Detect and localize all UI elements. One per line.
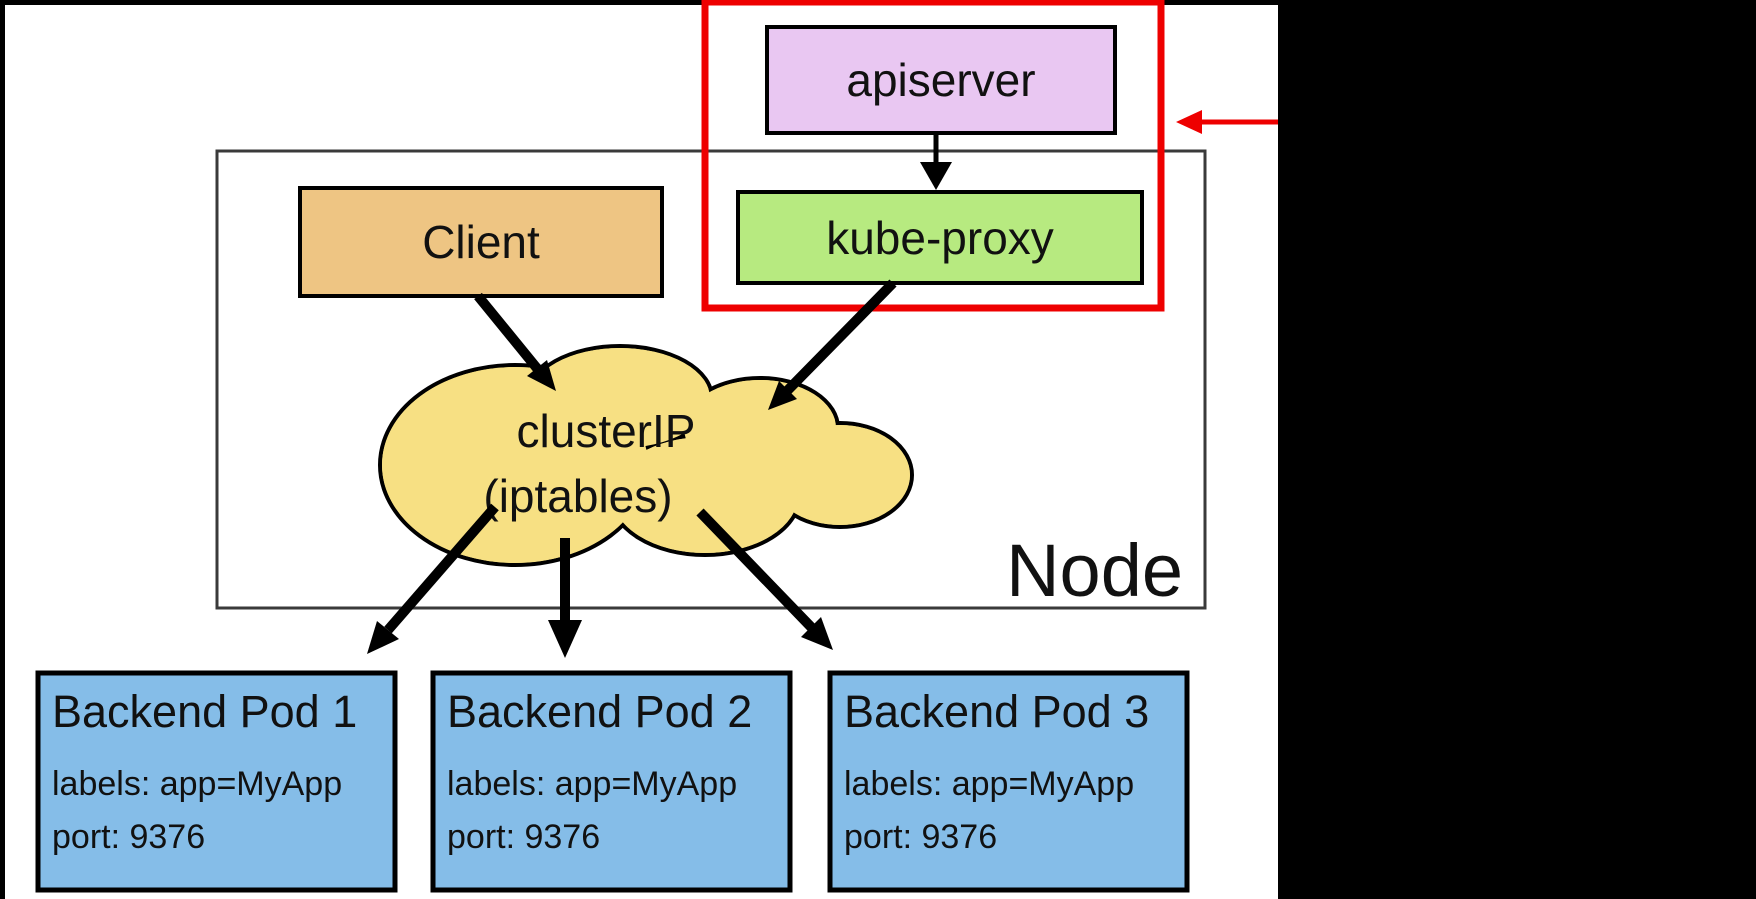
arrow-kubeproxy-to-clusterip-icon — [768, 279, 897, 410]
backend-pod-2-title: Backend Pod 2 — [447, 686, 752, 737]
backend-pod-2-port: port: 9376 — [447, 818, 600, 856]
flow-arrows — [367, 133, 952, 658]
red-highlight-arrow-icon — [1176, 110, 1278, 134]
backend-pod-3-port: port: 9376 — [844, 818, 997, 856]
client-label: Client — [422, 216, 540, 268]
arrow-clusterip-to-pod2-icon — [548, 538, 582, 658]
apiserver-box: apiserver — [765, 25, 1117, 135]
backend-pod-2-box: Backend Pod 2 labels: app=MyApp port: 93… — [430, 670, 793, 893]
backend-pod-1-port: port: 9376 — [52, 818, 205, 856]
backend-pod-2-rect — [430, 670, 793, 893]
cluster-ip-label-line2: (iptables) — [483, 470, 672, 522]
apiserver-label: apiserver — [846, 54, 1035, 106]
backend-pod-3-box: Backend Pod 3 labels: app=MyApp port: 93… — [827, 670, 1190, 893]
backend-pod-1-labels: labels: app=MyApp — [52, 765, 342, 803]
letterbox-top — [0, 0, 1278, 5]
kube-proxy-label: kube-proxy — [826, 212, 1054, 264]
apiserver-rect — [765, 25, 1117, 135]
cluster-ip-label-line1: clusterIP — [517, 405, 696, 457]
cluster-ip-cloud: clusterIP (iptables) — [378, 344, 914, 567]
backend-pod-3-labels: labels: app=MyApp — [844, 765, 1134, 803]
kube-proxy-rect — [736, 190, 1144, 285]
backend-pod-3-title: Backend Pod 3 — [844, 686, 1149, 737]
arrow-clusterip-to-pod3-icon — [696, 508, 833, 650]
cloud-fill-union — [382, 348, 910, 563]
backend-pod-3-rect — [827, 670, 1190, 893]
backend-pod-2-labels: labels: app=MyApp — [447, 765, 737, 803]
kube-proxy-box: kube-proxy — [736, 190, 1144, 285]
letterbox-left — [0, 0, 5, 899]
highlight-rectangle — [701, 0, 1165, 312]
arrow-apiserver-to-kubeproxy-icon — [920, 133, 952, 190]
backend-pod-1-title: Backend Pod 1 — [52, 686, 357, 737]
backend-pod-1-box: Backend Pod 1 labels: app=MyApp port: 93… — [35, 670, 398, 893]
letterbox-right — [1278, 0, 1756, 899]
node-label: Node — [1006, 529, 1183, 612]
arrow-client-to-clusterip-icon — [474, 292, 556, 391]
arrow-clusterip-to-pod1-icon — [367, 503, 499, 654]
client-box: Client — [298, 186, 664, 298]
backend-pod-1-rect — [35, 670, 398, 893]
